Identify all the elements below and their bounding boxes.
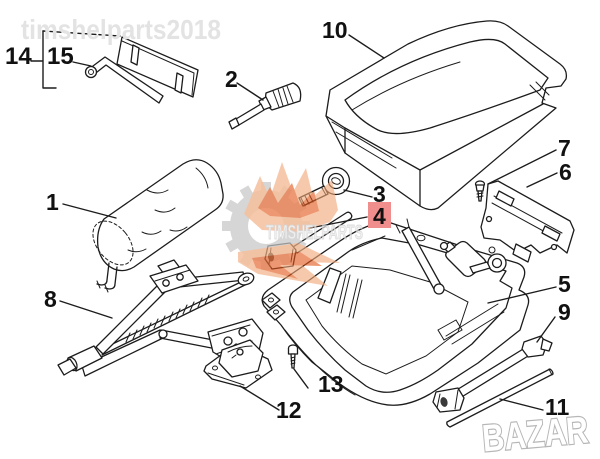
- leader-12: [239, 385, 280, 411]
- label-4: 4: [373, 203, 386, 229]
- label-10: 10: [322, 17, 348, 43]
- part-tommy-bar-rod: [446, 368, 554, 428]
- label-8: 8: [44, 286, 57, 312]
- callout-labels: 1 2 3 4 5 6 7 8 9 10 11 12 13 14 15: [5, 17, 572, 423]
- leader-2: [236, 82, 264, 101]
- label-11: 11: [545, 394, 570, 420]
- leader-3: [343, 189, 373, 198]
- part-bracket-plate: [116, 36, 199, 98]
- leader-13: [293, 368, 309, 389]
- leader-10: [348, 34, 385, 59]
- label-2: 2: [225, 66, 238, 92]
- part-screwdriver: [228, 82, 302, 130]
- part-wheel-brace: [84, 56, 164, 104]
- label-13: 13: [318, 371, 344, 397]
- leader-7: [487, 149, 557, 185]
- leader-15: [72, 61, 92, 67]
- part-tool-bag: [92, 159, 224, 293]
- label-15: 15: [47, 43, 74, 70]
- leader-lines: [59, 34, 558, 411]
- orange-crown-icon: [238, 162, 340, 286]
- bazar-watermark-text: BAZAR: [481, 409, 590, 459]
- label-3: 3: [373, 181, 386, 207]
- label-1: 1: [46, 189, 59, 215]
- label-4-highlight-box: [368, 202, 391, 228]
- part-foam-case-lid: [325, 20, 568, 211]
- part-tool-tray: [261, 218, 530, 406]
- leader-8: [59, 300, 113, 319]
- label-7: 7: [558, 135, 571, 161]
- center-watermark-text: TIMSHELPARTS: [266, 222, 363, 244]
- label-12: 12: [276, 397, 302, 423]
- label-5: 5: [558, 271, 571, 297]
- label-9: 9: [558, 299, 571, 325]
- label-14: 14: [5, 43, 32, 70]
- part-pad-screw: [287, 344, 299, 369]
- leader-6: [526, 172, 558, 188]
- leader-4: [309, 216, 368, 229]
- part-jack-crank-bolt: [432, 335, 553, 413]
- tray-ramp: [317, 267, 342, 304]
- label-6: 6: [559, 159, 572, 185]
- center-watermark: TIMSHELPARTS: [222, 162, 363, 286]
- top-left-watermark-text: timshelparts2018: [21, 14, 221, 45]
- part-jack-support-pad: [203, 339, 273, 389]
- leader-11: [499, 398, 544, 411]
- leader-1: [62, 203, 117, 219]
- leader-5: [487, 286, 557, 304]
- callout-bracket-14: [30, 30, 121, 89]
- part-bracket-screw: [474, 180, 486, 202]
- leader-9: [536, 316, 556, 343]
- part-mounting-bracket: [480, 180, 575, 263]
